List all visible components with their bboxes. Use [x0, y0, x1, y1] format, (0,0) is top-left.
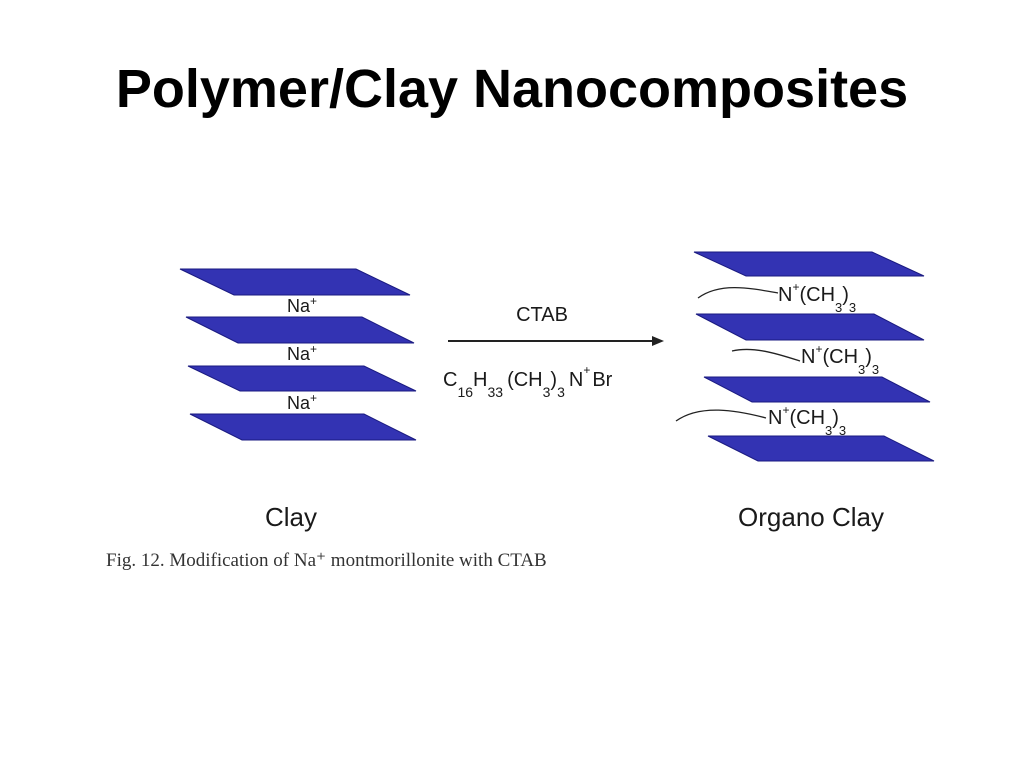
clay-layer	[187, 365, 417, 392]
organo-clay-label: Organo Clay	[738, 502, 884, 532]
clay-label: Clay	[265, 502, 317, 532]
ammonium-head-label: N+(CH3)3	[801, 342, 879, 377]
organo-clay-layer	[695, 313, 925, 341]
sodium-ion-label: Na+	[287, 391, 317, 413]
ctab-formula: C16H33(CH3)3N+Br	[443, 363, 613, 400]
organo-clay-layer	[707, 435, 935, 462]
surfactant-tail	[697, 286, 779, 299]
reagent-label: CTAB	[516, 304, 568, 326]
surfactant-tail	[731, 348, 801, 362]
clay-layer	[189, 413, 417, 441]
reaction-arrow-head	[652, 336, 664, 346]
sodium-ion-label: Na+	[287, 294, 317, 316]
clay-layer	[179, 268, 411, 296]
svg-text:Na+: Na+	[287, 391, 317, 413]
ammonium-head-label: N+(CH3)3	[768, 403, 846, 438]
reaction-arrow-group: CTAB C16H33(CH3)3N+Br	[443, 304, 664, 400]
organo-clay-layer	[693, 251, 925, 277]
slide-title: Polymer/Clay Nanocomposites	[115, 59, 909, 119]
surfactant-tail	[675, 409, 767, 422]
clay-stack: Na+ Na+ Na+ Clay	[179, 268, 417, 532]
sodium-ion-label: Na+	[287, 342, 317, 364]
organo-clay-stack: N+(CH3)3 N+(CH3)3 N+(CH3)3 Organo Clay	[675, 251, 935, 532]
ammonium-head-label: N+(CH3)3	[778, 280, 856, 315]
organo-clay-layer	[703, 376, 931, 403]
svg-text:Na+: Na+	[287, 294, 317, 316]
clay-layer	[185, 316, 415, 344]
svg-text:Na+: Na+	[287, 342, 317, 364]
figure-caption: Fig. 12. Modification of Na⁺ montmorillo…	[106, 550, 547, 571]
